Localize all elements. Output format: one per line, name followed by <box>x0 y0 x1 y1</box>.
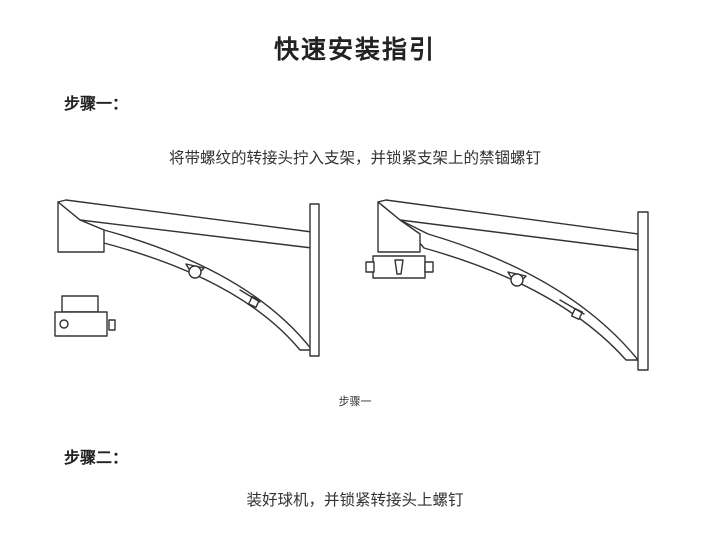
step-1-illustration <box>54 199 649 371</box>
step-1-heading: 步骤一： <box>64 94 129 113</box>
wall-bracket-with-mounted-adapter-icon <box>365 199 649 371</box>
wall-bracket-with-separate-adapter-icon <box>54 199 320 357</box>
page-title: 快速安装指引 <box>273 35 436 64</box>
step-2-heading: 步骤二： <box>64 448 129 467</box>
step-1-caption: 步骤一 <box>338 395 372 408</box>
step-2-description: 装好球机，并锁紧转接头上螺钉 <box>246 491 464 509</box>
step-1-description: 将带螺纹的转接头拧入支架，并锁紧支架上的禁锢螺钉 <box>168 149 541 167</box>
